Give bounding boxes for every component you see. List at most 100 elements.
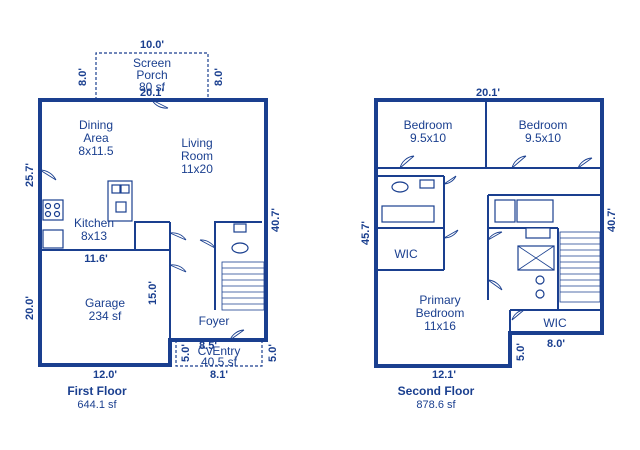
sink-icon (535, 275, 545, 285)
dim-porch-depth-right: 8.0' (213, 68, 225, 86)
dim-left-upper: 25.7' (24, 163, 36, 187)
svg-text:9.5x10: 9.5x10 (525, 131, 561, 145)
wic-door-icon (443, 229, 459, 239)
dim-kitchen-width: 11.6' (84, 253, 108, 265)
sink-icon (233, 223, 247, 233)
svg-text:11x20: 11x20 (181, 162, 213, 176)
primary-bath-door-icon (487, 279, 503, 291)
bedroom-right-door-icon (511, 155, 527, 169)
svg-text:Dining: Dining (79, 118, 113, 132)
dim-entry-width-top: 8.5' (199, 340, 217, 352)
stairs-icon (559, 231, 601, 303)
svg-text:Screen: Screen (133, 56, 171, 70)
front-door-icon (229, 329, 245, 341)
second-floor-area: 878.6 sf (416, 399, 456, 411)
dim-bottom-width-2: 12.1' (432, 369, 456, 381)
powder-door-icon (199, 239, 216, 249)
svg-text:Primary: Primary (419, 293, 460, 307)
kitchen-label: Kitchen 8x13 (74, 216, 114, 243)
dim-entry-width-bottom: 8.1' (210, 369, 228, 381)
svg-text:80 sf: 80 sf (139, 80, 166, 94)
screen-porch-label: Screen Porch 80 sf (133, 56, 171, 94)
svg-text:Room: Room (181, 149, 213, 163)
bathtub-icon (381, 205, 435, 223)
sink-icon (419, 179, 435, 189)
side-door-icon (39, 169, 57, 181)
svg-text:Living: Living (181, 136, 212, 150)
first-floor-title: First Floor (67, 384, 127, 398)
primary-bedroom-label: Primary Bedroom 11x16 (416, 293, 465, 333)
toilet-icon (231, 242, 249, 254)
dishwasher-icon (115, 201, 127, 213)
toilet-icon (525, 227, 551, 239)
wic-right-label: WIC (543, 316, 567, 330)
svg-text:Porch: Porch (136, 68, 167, 82)
burner-icon (53, 210, 61, 218)
dim-notch-depth: 5.0' (515, 343, 527, 361)
svg-text:Bedroom: Bedroom (519, 118, 568, 132)
washer-icon (494, 199, 516, 223)
svg-text:CvEntry: CvEntry (198, 344, 241, 358)
range-icon (42, 199, 64, 221)
pantry-wall (134, 221, 170, 250)
garage-label: Garage 234 sf (85, 296, 125, 323)
hall-door-icon (577, 157, 593, 169)
bedroom-right-label: Bedroom 9.5x10 (519, 118, 568, 145)
dim-entry-depth-left: 5.0' (180, 344, 192, 362)
svg-text:Garage: Garage (85, 296, 125, 310)
dim-garage-depth-inner: 15.0' (147, 281, 159, 305)
sink-icon (120, 184, 130, 194)
garage-door-icon (169, 264, 187, 273)
svg-text:11x16: 11x16 (424, 319, 456, 333)
first-floor-exterior-wall (38, 98, 268, 367)
dim-left-lower: 20.0' (24, 296, 36, 320)
svg-text:Bedroom: Bedroom (404, 118, 453, 132)
burner-icon (53, 202, 61, 210)
svg-text:Kitchen: Kitchen (74, 216, 114, 230)
dim-right-height: 40.7' (270, 208, 282, 232)
sink-icon (535, 289, 545, 299)
hall-bath-door-icon (443, 175, 457, 185)
toilet-icon (391, 181, 409, 193)
bedroom-left-door-icon (399, 155, 415, 169)
pantry-door-icon (169, 232, 187, 241)
sink-icon (111, 184, 121, 194)
dining-area-label: Dining Area 8x11.5 (78, 118, 113, 158)
dim-top-width: 20.1' (140, 87, 164, 99)
foyer-label: Foyer (199, 314, 230, 328)
svg-text:Area: Area (83, 131, 109, 145)
screen-porch-outline (95, 52, 209, 100)
stair-treads (222, 267, 264, 305)
bedroom-left-label: Bedroom 9.5x10 (404, 118, 453, 145)
second-floor-plan: Bedroom 9.5x10 Bedroom 9.5x10 WIC Primar… (360, 87, 618, 411)
dim-porch-depth-left: 8.0' (77, 68, 89, 86)
laundry-door-icon (487, 231, 503, 241)
living-room-label: Living Room 11x20 (181, 136, 213, 176)
refrigerator-icon (42, 229, 64, 249)
wic-left-label: WIC (394, 247, 418, 261)
svg-text:Bedroom: Bedroom (416, 306, 465, 320)
dim-garage-width: 12.0' (93, 369, 117, 381)
dim-right-height-2: 40.7' (606, 208, 618, 232)
first-floor-plan: Screen Porch 80 sf Dining Area 8x11.5 Li… (24, 39, 282, 411)
first-floor-area: 644.1 sf (77, 399, 117, 411)
dim-top-width-2: 20.1' (476, 87, 500, 99)
svg-text:8x11.5: 8x11.5 (78, 144, 113, 158)
dim-notch-width: 8.0' (547, 338, 565, 350)
svg-text:8x13: 8x13 (81, 229, 107, 243)
porch-door-icon (151, 99, 169, 109)
svg-text:40.5 sf: 40.5 sf (201, 355, 238, 369)
dryer-icon (516, 199, 554, 223)
svg-text:234 sf: 234 sf (89, 309, 122, 323)
primary-wic-door-icon (511, 309, 525, 321)
dim-porch-width: 10.0' (140, 39, 164, 51)
stair-treads (560, 237, 600, 293)
dim-entry-depth-right: 5.0' (267, 344, 279, 362)
burner-icon (44, 202, 52, 210)
cv-entry-label: CvEntry 40.5 sf (198, 344, 241, 369)
covered-entry-outline (175, 340, 263, 367)
second-floor-title: Second Floor (398, 384, 475, 398)
powder-room-wall (214, 221, 262, 310)
svg-text:9.5x10: 9.5x10 (410, 131, 446, 145)
